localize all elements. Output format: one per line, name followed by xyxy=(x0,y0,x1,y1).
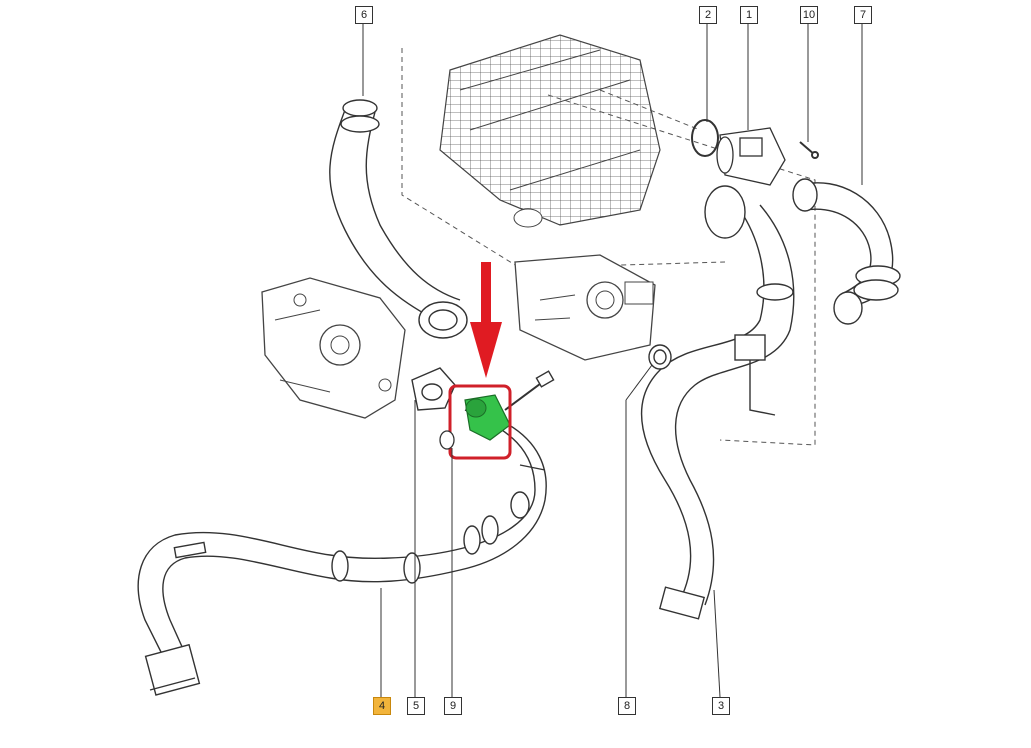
dashed-guides xyxy=(401,48,816,446)
leader-lines xyxy=(362,24,863,698)
hose-4 xyxy=(137,370,555,696)
callout-1: 1 xyxy=(740,6,758,24)
callout-2: 2 xyxy=(699,6,717,24)
clamp-9 xyxy=(439,430,455,450)
sensor-1 xyxy=(716,127,786,186)
callout-10: 10 xyxy=(800,6,818,24)
intake-manifold xyxy=(439,34,661,228)
hose-7 xyxy=(792,178,901,325)
callout-9: 9 xyxy=(444,697,462,715)
o-ring-2 xyxy=(691,119,719,157)
screw-10 xyxy=(799,141,819,159)
throttle-body xyxy=(514,254,656,361)
callout-4: 4 xyxy=(373,697,391,715)
highlighted-fitting-4 xyxy=(448,384,512,460)
callout-3: 3 xyxy=(712,697,730,715)
hose-6 xyxy=(329,99,468,339)
hose-3 xyxy=(640,185,795,620)
down-arrow-icon xyxy=(470,262,502,378)
callout-7: 7 xyxy=(854,6,872,24)
egr-assembly xyxy=(261,277,406,419)
callout-6: 6 xyxy=(355,6,373,24)
callout-8: 8 xyxy=(618,697,636,715)
callout-5: 5 xyxy=(407,697,425,715)
ring-8 xyxy=(648,344,672,370)
